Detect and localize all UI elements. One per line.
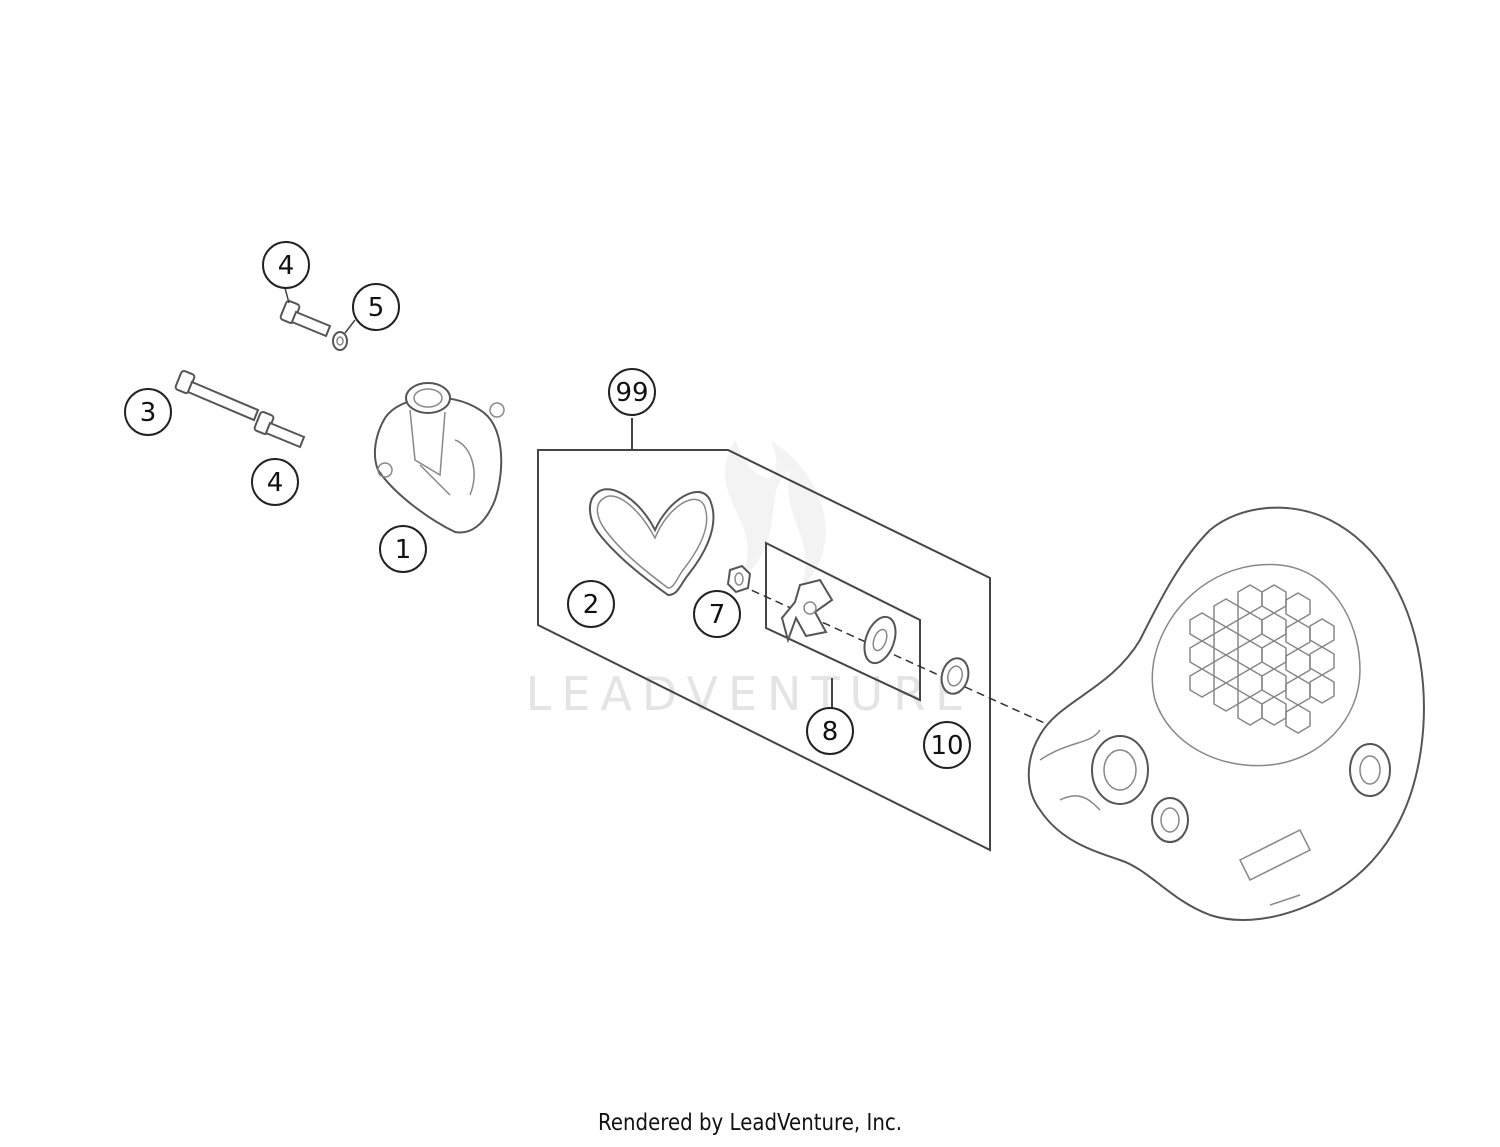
- footer-credit: Rendered by LeadVenture, Inc.: [597, 1110, 903, 1136]
- washer-part-5: [332, 331, 348, 351]
- callout-10-label: 10: [930, 731, 963, 761]
- callout-3-label: 3: [140, 398, 157, 428]
- impeller-part-8: [780, 578, 834, 644]
- kit-frame-8: [765, 541, 921, 712]
- gasket-part-2: [589, 488, 715, 597]
- callout-99: 99: [608, 368, 656, 416]
- callout-3: 3: [124, 388, 172, 436]
- callout-7: 7: [693, 590, 741, 638]
- water-pump-cover-part-1: [373, 382, 505, 534]
- honeycomb-grid: [1189, 584, 1335, 734]
- bolt-part-4-top: [279, 300, 332, 338]
- callout-8-label: 8: [822, 717, 839, 747]
- callout-8: 8: [806, 707, 854, 755]
- callout-99-label: 99: [615, 378, 648, 408]
- callout-4-top: 4: [262, 241, 310, 289]
- callout-1: 1: [379, 525, 427, 573]
- callout-7-label: 7: [709, 600, 726, 630]
- callout-4-bottom: 4: [251, 458, 299, 506]
- callout-4-bottom-label: 4: [267, 468, 284, 498]
- callout-2: 2: [567, 580, 615, 628]
- watermark: LEADVENTURE: [526, 440, 975, 721]
- callout-2-label: 2: [583, 590, 600, 620]
- kit-frame-99: [537, 418, 991, 852]
- callout-1-label: 1: [395, 535, 412, 565]
- bolt-part-4-bottom: [253, 411, 306, 449]
- bolt-part-3: [174, 370, 260, 422]
- clutch-cover-housing: [1027, 506, 1425, 921]
- callout-5-label: 5: [368, 293, 385, 323]
- watermark-text: LEADVENTURE: [526, 667, 975, 721]
- leader-lines: [284, 287, 356, 334]
- nut-part-7: [726, 564, 752, 594]
- seal-ring-part-10: [940, 657, 970, 695]
- callout-10: 10: [923, 721, 971, 769]
- callout-4-top-label: 4: [278, 251, 295, 281]
- callout-5: 5: [352, 283, 400, 331]
- seal-disc-part-8: [863, 615, 897, 665]
- watermark-flame-icon: [724, 440, 826, 590]
